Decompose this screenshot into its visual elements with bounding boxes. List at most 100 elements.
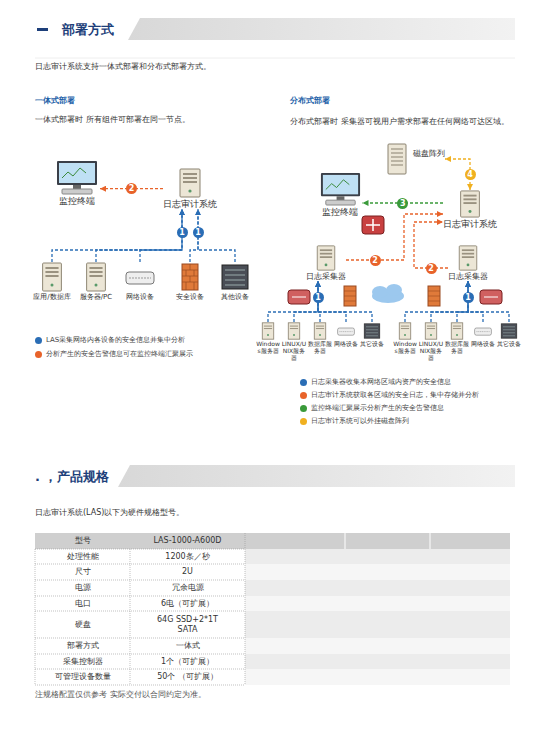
- sub-heading: 分布式部署: [290, 96, 490, 107]
- table-cell: 可管理设备数量: [35, 669, 130, 685]
- table-cell: 型号: [35, 533, 130, 549]
- table-cell: LAS-1000-A600D: [130, 533, 245, 549]
- firewall-icon: [428, 286, 440, 306]
- node-label: 应用/数据库: [33, 293, 70, 301]
- callout-number: 1: [463, 292, 474, 303]
- body-text: 日志审计系统支持一体式部署和分布式部署方式。: [35, 62, 495, 73]
- connector: [52, 209, 182, 262]
- rule: [35, 58, 515, 59]
- server-icon: [174, 168, 206, 198]
- server-icon: [312, 245, 340, 271]
- node-label: 服务器/PC: [80, 293, 112, 301]
- device-node: 应用/数据库: [33, 262, 70, 301]
- legend-swatch: [300, 405, 307, 412]
- firewall-icon: [344, 286, 356, 306]
- node-label: 磁盘阵列: [413, 149, 445, 158]
- body-text: 分布式部署时 采集器可视用户需求部署在任何网络可达区域。: [290, 113, 515, 131]
- connector: [318, 281, 346, 322]
- small-icon: [259, 322, 277, 340]
- device-node: 日志审计系统: [443, 190, 497, 229]
- connector: [468, 281, 509, 322]
- table-cell: 64G SSD+2*1T SATA: [130, 611, 245, 638]
- small-icon: [285, 322, 303, 340]
- small-icon: [311, 322, 329, 340]
- legend-swatch: [35, 337, 42, 344]
- rack-icon: [363, 322, 381, 340]
- device-node: 安全设备: [175, 262, 205, 301]
- table-cell: 处理性能: [35, 549, 130, 564]
- node-label: 日志采集器: [306, 272, 346, 281]
- section-heading: . ，产品规格: [35, 468, 335, 486]
- legend-text: 分析产生的安全告警信息可在监控终端汇聚展示: [46, 350, 286, 358]
- spec-table-grid: [35, 533, 510, 685]
- device-node: LINUX/UNIX服务器: [281, 322, 307, 362]
- device-node: 网络设备: [471, 322, 495, 348]
- net-icon: [125, 262, 155, 292]
- legend-text: 日志审计系统获取各区域的安全日志，集中存储并分析: [311, 391, 536, 399]
- server-icon: [455, 190, 485, 218]
- heading-mark: [37, 28, 48, 31]
- monitor-icon: [54, 160, 100, 195]
- callout-number: 2: [426, 263, 437, 274]
- node-label: 数据库服务器: [307, 341, 333, 355]
- device-node: LINUX/UNIX服务器: [418, 322, 444, 362]
- connector: [431, 281, 468, 322]
- disk-icon: [384, 143, 410, 175]
- small-icon: [396, 322, 414, 340]
- footnote: 注规格配置仅供参考 实际交付以合同约定为准。: [35, 690, 435, 701]
- body-text: 日志审计系统(LAS)以下为硬件规格型号。: [35, 508, 435, 519]
- node-label: 监控终端: [322, 207, 358, 217]
- small-icon: [422, 322, 440, 340]
- connector: [318, 281, 372, 322]
- heading-band: [118, 465, 515, 487]
- server-icon: [37, 262, 67, 292]
- legend-text: LAS采集网络内各设备的安全信息并集中分析: [46, 336, 286, 344]
- device-node: Windows服务器: [255, 322, 281, 355]
- fw-icon: [175, 262, 205, 292]
- node-label: 其它设备: [497, 341, 521, 348]
- legend-text: 监控终端汇聚展示分析产生的安全告警信息: [311, 404, 536, 412]
- connector: [96, 209, 182, 262]
- monitor-node: 监控终端: [54, 160, 100, 206]
- table-cell: 硬盘: [35, 611, 130, 638]
- callout-number: 3: [397, 198, 408, 209]
- net-icon: [337, 322, 355, 340]
- body-text: 一体式部署时 所有组件可部署在同一节点。: [35, 115, 275, 126]
- callout-number: 1: [313, 292, 324, 303]
- node-label: 网络设备: [126, 293, 154, 301]
- table-cell: 冗余电源: [130, 580, 245, 596]
- heading-band: [128, 18, 515, 40]
- device-node: 网络设备: [334, 322, 358, 348]
- node-label: 日志采集器: [448, 272, 488, 281]
- node-label: 安全设备: [176, 293, 204, 301]
- switch-icon: [480, 290, 502, 304]
- connector: [346, 214, 443, 260]
- section-heading: 部署方式: [62, 21, 114, 39]
- device-node: 日志采集器: [448, 245, 488, 281]
- node-label: 网络设备: [471, 341, 495, 348]
- sub-heading: 一体式部署: [35, 96, 235, 107]
- device-node: 网络设备: [125, 262, 155, 301]
- callout-number: 1: [193, 227, 204, 238]
- legend-swatch: [300, 392, 307, 399]
- legend-swatch: [300, 418, 307, 425]
- callout-number: 4: [465, 169, 476, 180]
- node-label: 数据库服务器: [444, 341, 470, 355]
- monitor-icon: [318, 172, 363, 206]
- node-label: 网络设备: [334, 341, 358, 348]
- rack-icon: [500, 322, 518, 340]
- device-node: 日志采集器: [306, 245, 346, 281]
- node-label: 其他设备: [221, 293, 249, 301]
- device-node: 数据库服务器: [444, 322, 470, 355]
- table-cell: 电口: [35, 596, 130, 611]
- table-cell: 电源: [35, 580, 130, 596]
- callout-number: 1: [177, 227, 188, 238]
- node-label: 日志审计系统: [443, 219, 497, 229]
- legend-text: 日志采集器收集本网络区域内资产的安全信息: [311, 378, 536, 386]
- table-cell: 采集控制器: [35, 654, 130, 669]
- device-node: 数据库服务器: [307, 322, 333, 355]
- device-node: Windows服务器: [392, 322, 418, 355]
- rack-icon: [220, 262, 250, 292]
- table-cell: 2U: [130, 564, 245, 580]
